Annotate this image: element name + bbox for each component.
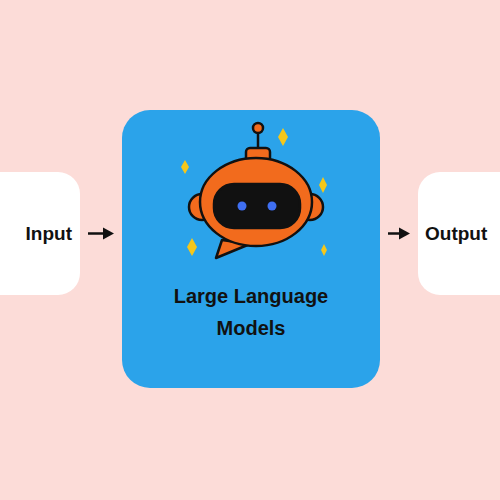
robot-icon (122, 110, 380, 270)
box-label: Input (26, 222, 72, 246)
model-label: Large Language Models (151, 280, 351, 344)
input-box: Input (0, 172, 80, 295)
flow-arrow (88, 228, 114, 240)
output-box: Output (418, 172, 500, 295)
model-box: Large Language Models (122, 110, 380, 388)
flow-arrow (388, 228, 410, 240)
box-label: Output (425, 222, 487, 246)
